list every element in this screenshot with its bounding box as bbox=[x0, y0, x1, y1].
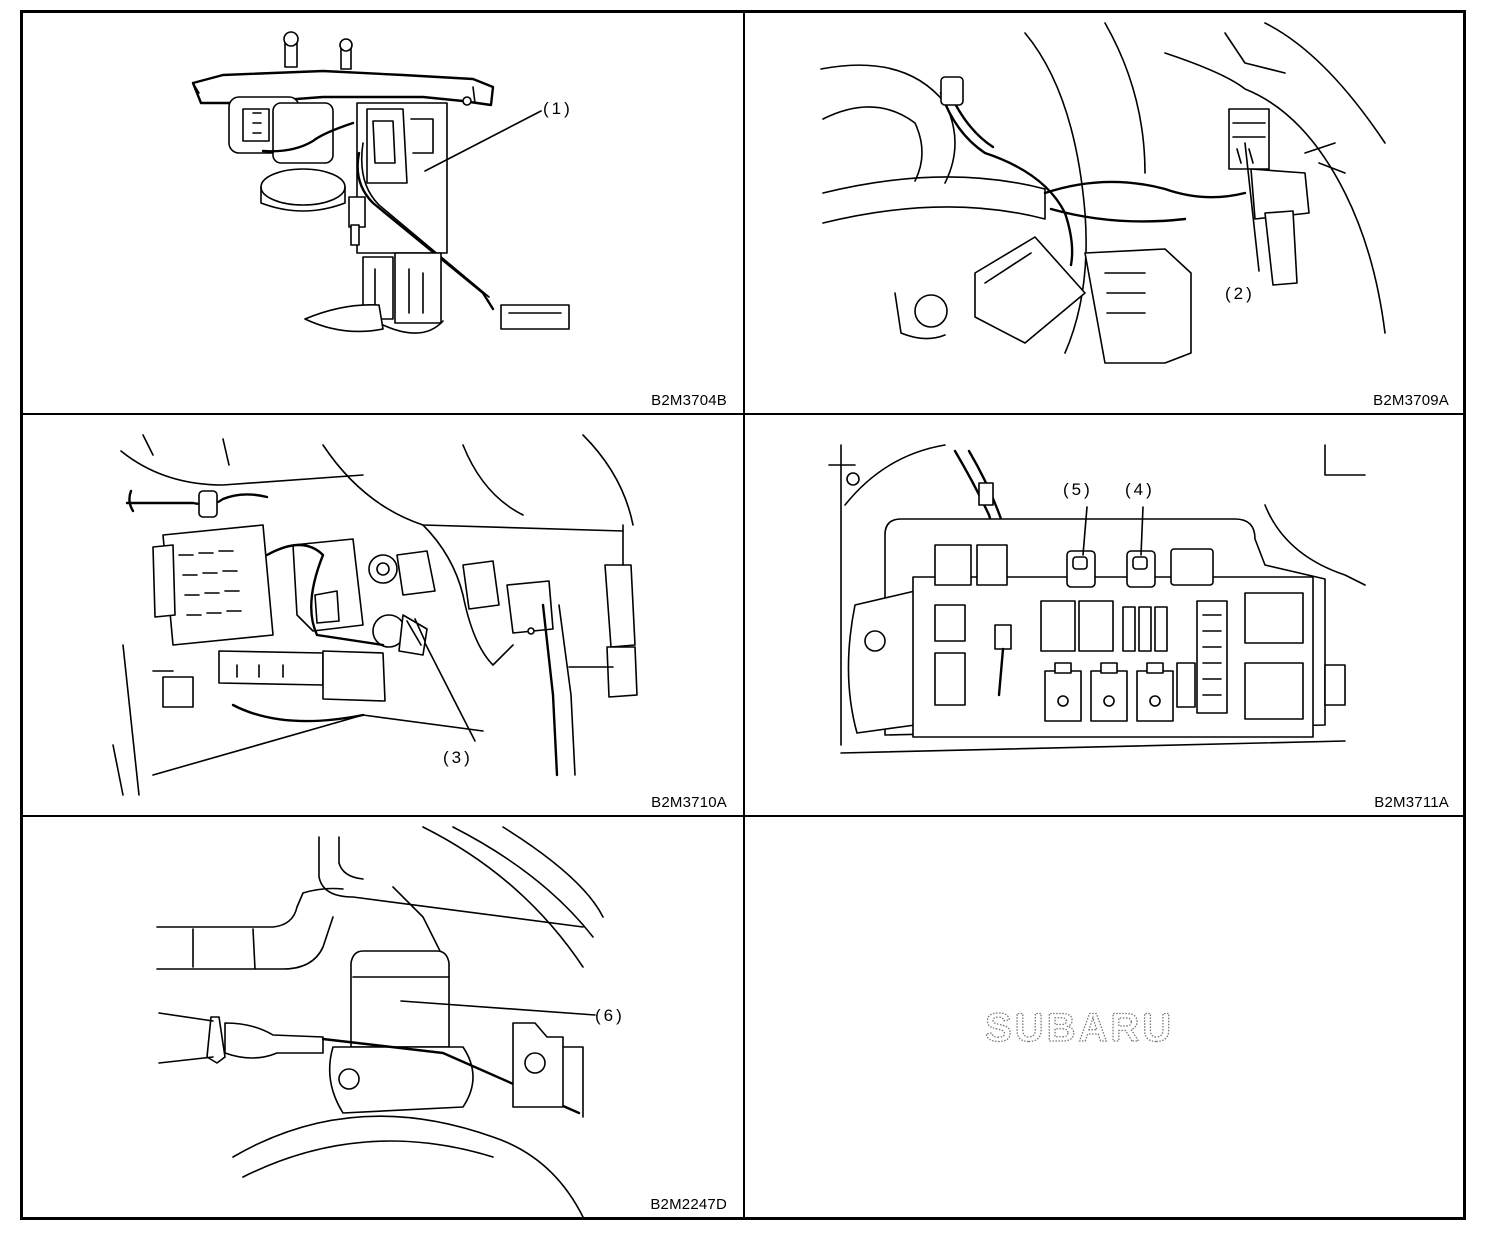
figure-fuse-relay-box: (5) (4) B2M3711A bbox=[745, 415, 1465, 815]
fuel-pump-drawing: (1) bbox=[191, 31, 573, 334]
figure-code-3: B2M3710A bbox=[651, 794, 727, 811]
callout-1: (1) bbox=[543, 99, 573, 118]
figure-code-5: B2M2247D bbox=[650, 1196, 727, 1213]
figure-code-2: B2M3709A bbox=[1373, 392, 1449, 409]
panel-divider-horizontal-2 bbox=[23, 815, 1463, 817]
diagram-sheet: (1) B2M3704B bbox=[20, 10, 1466, 1220]
subaru-logo: SUBARU bbox=[984, 1005, 1174, 1050]
figure-harness-connector: (2) B2M3709A bbox=[745, 13, 1465, 413]
figure-fuel-pump-assembly: (1) B2M3704B bbox=[23, 13, 743, 413]
figure-code-4: B2M3711A bbox=[1374, 794, 1449, 811]
callout-5: (5) bbox=[1063, 480, 1093, 499]
callout-6: (6) bbox=[595, 1006, 625, 1025]
fuel-filter-area-drawing: (6) bbox=[156, 826, 625, 1217]
callout-2: (2) bbox=[1225, 284, 1255, 303]
figure-code-1: B2M3704B bbox=[651, 392, 727, 409]
harness-connector-drawing: (2) bbox=[820, 22, 1386, 364]
panel-divider-horizontal-1 bbox=[23, 413, 1463, 415]
relay-harness-drawing: (3) bbox=[112, 434, 638, 796]
figure-fuel-filter-area: (6) B2M2247D bbox=[23, 817, 743, 1217]
logo-panel: SUBARU bbox=[745, 817, 1465, 1217]
callout-4: (4) bbox=[1125, 480, 1155, 499]
figure-relay-harness: (3) B2M3710A bbox=[23, 415, 743, 815]
callout-3: (3) bbox=[443, 748, 473, 767]
logo-text: SUBARU bbox=[985, 1006, 1174, 1050]
panel-divider-vertical bbox=[743, 13, 745, 1217]
fuse-relay-box-drawing: (5) (4) bbox=[828, 444, 1366, 754]
